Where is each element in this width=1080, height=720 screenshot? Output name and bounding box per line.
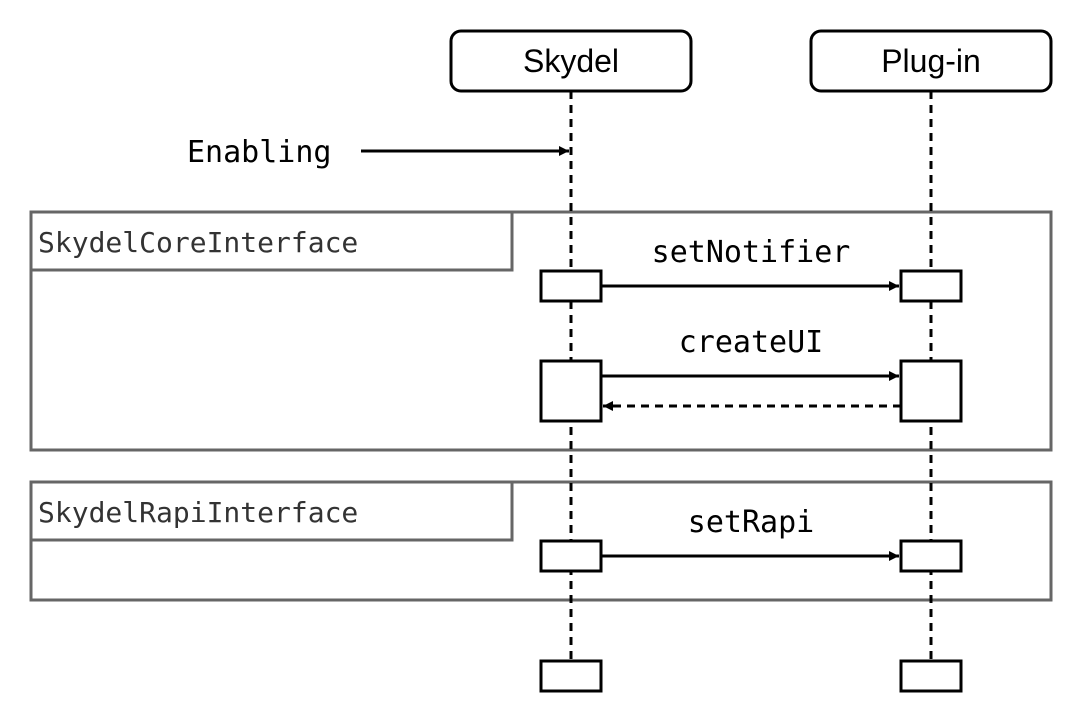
plugin-activation-createui — [899, 359, 963, 423]
plugin-activation-setrapi — [899, 539, 963, 573]
createui-label: createUI — [679, 325, 824, 360]
participant-plugin-label: Plug-in — [881, 43, 981, 79]
frame-core-label: SkydelCoreInterface — [38, 226, 358, 259]
plugin-lifeline-end — [899, 659, 963, 693]
frame-rapi-label: SkydelRapiInterface — [38, 496, 358, 529]
participant-skydel-label: Skydel — [523, 43, 619, 79]
skydel-lifeline-end — [539, 659, 603, 693]
setnotifier-label: setNotifier — [652, 235, 851, 270]
skydel-activation-createui — [539, 359, 603, 423]
skydel-activation-setnotifier — [539, 269, 603, 303]
participant-skydel: Skydel — [449, 29, 693, 93]
frame-rapi-interface: SkydelRapiInterface — [29, 480, 1053, 602]
setrapi-label: setRapi — [688, 505, 814, 540]
enabling-label: Enabling — [187, 135, 332, 170]
participant-plugin: Plug-in — [809, 29, 1053, 93]
plugin-activation-setnotifier — [899, 269, 963, 303]
skydel-activation-setrapi — [539, 539, 603, 573]
frame-core-interface: SkydelCoreInterface — [29, 210, 1053, 452]
